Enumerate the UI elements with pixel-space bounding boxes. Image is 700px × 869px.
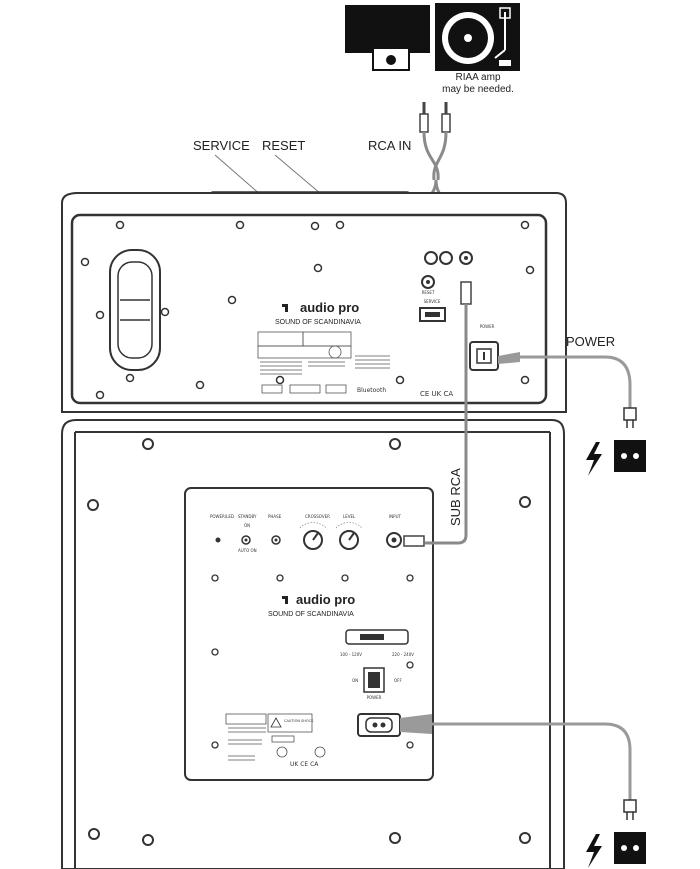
bluetooth-label: Bluetooth	[357, 387, 386, 394]
top-unit-spec-labels	[257, 331, 390, 394]
sub-tagline: SOUND OF SCANDINAVIA	[268, 611, 354, 618]
power-callout-label: POWER	[566, 334, 615, 349]
riaa-note-line1: RIAA amp	[455, 72, 500, 83]
sub-power-switch[interactable]	[363, 667, 385, 693]
turntable-icon	[435, 3, 520, 71]
amp-plate-screws	[211, 574, 414, 749]
voltage-left-label: 100 - 120V	[340, 652, 362, 657]
sub-rca-callout-label: SUB RCA	[448, 468, 463, 526]
phase-switch[interactable]	[271, 535, 281, 545]
sub-rca-cable	[403, 281, 472, 547]
sub-compliance-marks: UK CE CA	[290, 761, 319, 768]
wall-socket-icon-bottom	[614, 832, 646, 864]
cd-player-icon	[345, 5, 430, 71]
subwoofer-amp-plate	[184, 487, 434, 781]
reset-jack-label: RESET	[422, 290, 435, 295]
sub-rca-input-jack	[386, 532, 402, 548]
power-led-indicator	[215, 537, 221, 543]
switch-off-label: OFF	[394, 678, 402, 683]
top-power-inlet	[469, 341, 499, 371]
wall-socket-icon-top	[614, 440, 646, 472]
top-power-cable	[498, 352, 637, 428]
standby-on-label: ON	[244, 523, 250, 528]
crossover-label: CROSSOVER	[305, 514, 330, 519]
power-jack-label: POWER	[480, 324, 495, 329]
level-label: LEVEL	[343, 514, 356, 519]
top-unit-screws	[80, 220, 535, 400]
audio-pro-logo-icon	[282, 304, 288, 312]
sub-power-inlet	[357, 713, 401, 737]
sub-power-cable	[400, 714, 637, 820]
switch-on-label: ON	[352, 678, 358, 683]
standby-label: STANDBY	[238, 514, 257, 519]
sub-spec-labels	[225, 713, 326, 761]
caution-icon	[270, 717, 282, 728]
sub-brand: audio pro	[296, 592, 355, 607]
powerled-label: POWER/LED	[210, 514, 234, 519]
caution-label: CAUTION SHOCK	[284, 719, 314, 723]
top-unit-tagline: SOUND OF SCANDINAVIA	[275, 319, 361, 326]
riaa-note-line2: may be needed.	[442, 84, 514, 95]
subwoofer-screws	[87, 438, 531, 846]
reset-button[interactable]	[421, 275, 435, 289]
service-callout-label: SERVICE	[193, 138, 250, 153]
service-jack-label: SERVICE	[424, 299, 441, 304]
standby-switch[interactable]	[241, 535, 251, 545]
rca-input-jacks	[424, 251, 473, 265]
certification-mark-icon	[328, 345, 342, 359]
input-label: INPUT	[389, 514, 402, 519]
top-unit-compliance-marks: CE UK CA	[420, 390, 453, 398]
carry-handle	[109, 249, 161, 371]
lightning-icon-top	[586, 442, 602, 476]
level-knob[interactable]	[335, 522, 363, 550]
crossover-knob[interactable]	[299, 522, 327, 550]
sub-audio-pro-logo-icon	[282, 596, 288, 604]
power-switch-label: POWER	[367, 695, 382, 700]
voltage-right-label: 220 - 240V	[392, 652, 414, 657]
reset-callout-label: RESET	[262, 138, 305, 153]
service-usb-port[interactable]	[419, 307, 446, 322]
auto-on-label: AUTO ON	[238, 548, 257, 553]
top-unit-brand: audio pro	[300, 300, 359, 315]
rca-in-callout-label: RCA IN	[368, 138, 411, 153]
phase-label: PHASE	[268, 514, 282, 519]
voltage-selector[interactable]	[345, 629, 409, 645]
lightning-icon-bottom	[586, 834, 602, 868]
